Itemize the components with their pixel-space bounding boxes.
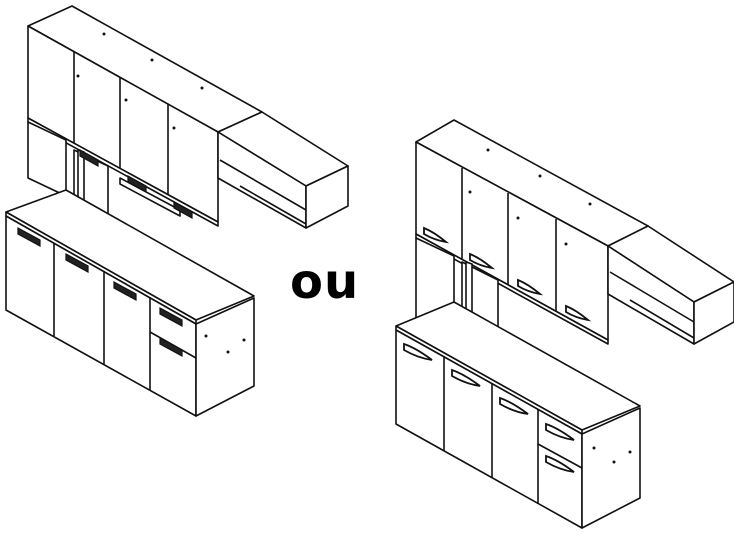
wall-cabinet-right xyxy=(415,119,649,345)
open-niche-right xyxy=(607,225,734,345)
wall-door-handle xyxy=(423,226,450,244)
base-cabinet-left xyxy=(5,189,255,417)
drawer-handle xyxy=(159,306,183,328)
drawer-handle xyxy=(545,454,575,473)
wall-door-handle xyxy=(79,148,99,168)
drawer-handle xyxy=(545,422,575,441)
open-niche-left xyxy=(217,111,349,229)
door-handle xyxy=(113,280,137,302)
wall-door-handle xyxy=(517,278,544,296)
door-handle xyxy=(65,252,89,274)
door-handle xyxy=(499,396,529,415)
wall-door-handle xyxy=(469,252,496,270)
door-handle xyxy=(17,226,41,248)
wall-door-handle xyxy=(173,200,193,220)
drawer-handle xyxy=(159,336,183,358)
door-handle xyxy=(451,368,481,387)
kitchen-option-right xyxy=(395,119,734,529)
base-cabinet-right xyxy=(395,301,641,529)
wall-door-handle xyxy=(127,174,147,194)
door-handle xyxy=(403,342,433,361)
kitchen-option-left xyxy=(5,5,349,417)
separator-text: ou xyxy=(290,254,360,310)
wall-door-handle xyxy=(565,304,592,322)
